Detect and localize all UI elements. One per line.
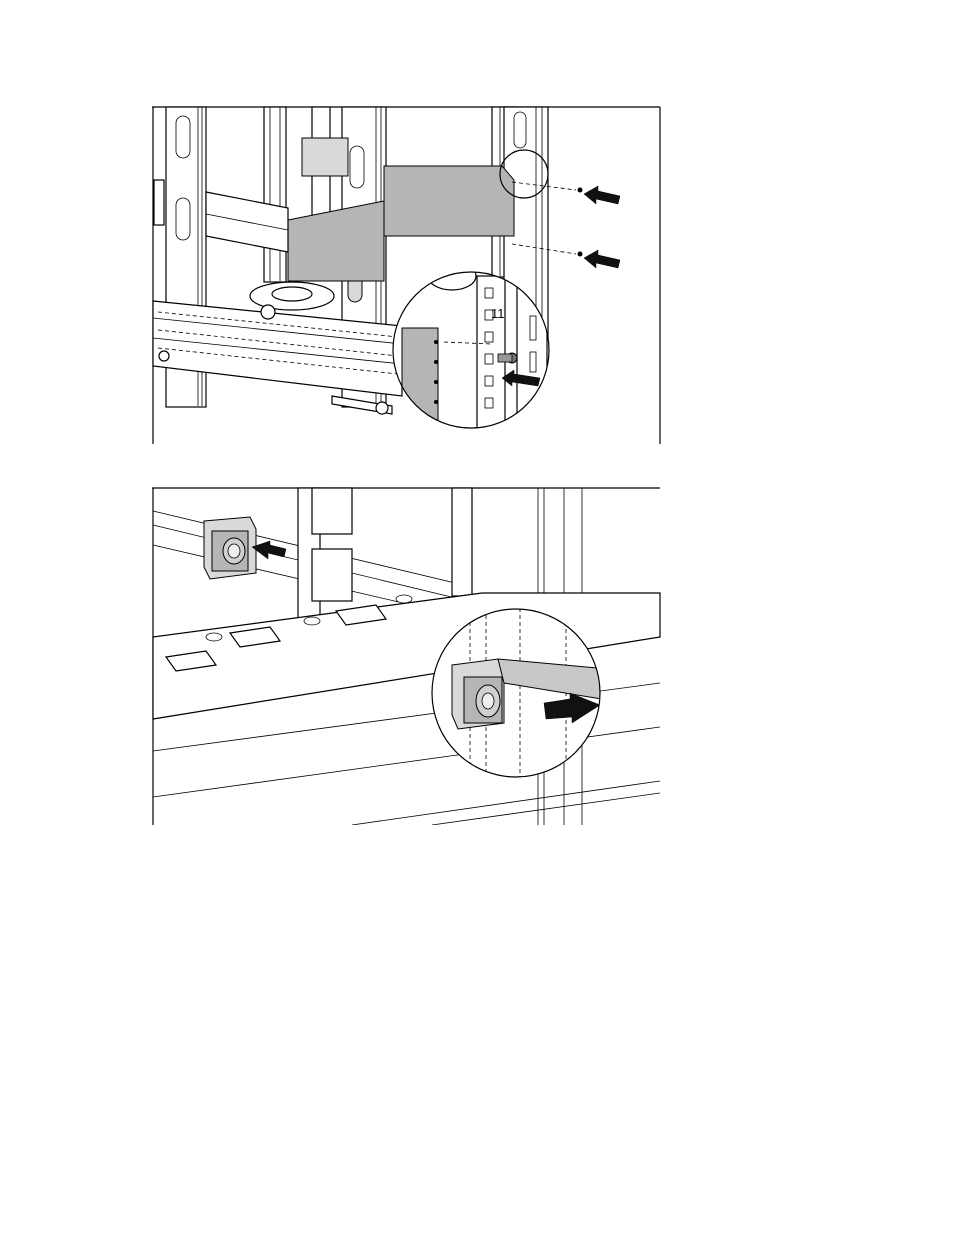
rail-unit-label: 11: [491, 306, 505, 321]
arrow-upper-icon: [584, 186, 620, 204]
cage-nut-drawing: [152, 487, 661, 825]
arrow-lower-icon: [584, 250, 620, 268]
cage-nut-illustration: [152, 487, 661, 825]
rack-bracket-drawing: 11: [152, 106, 661, 444]
cage-nut-left: [204, 517, 256, 579]
arrow-left-icon: [252, 541, 286, 559]
caster-assembly: [250, 282, 334, 319]
rack-bracket-illustration: 11: [152, 106, 661, 444]
